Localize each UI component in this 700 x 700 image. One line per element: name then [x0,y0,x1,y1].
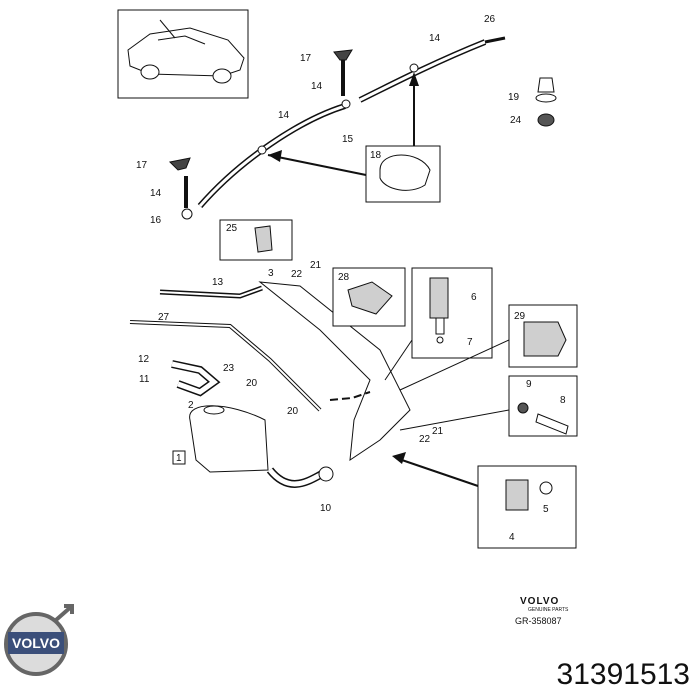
callout: 11 [139,374,150,385]
callout: 22 [419,434,431,445]
callout: 6 [471,292,477,303]
brand-block: VOLVO GENUINE PARTS GR-358087 [515,596,569,626]
callout: 7 [467,337,473,348]
washer-reservoir [189,281,411,488]
callout: 10 [320,503,332,514]
callout: 13 [212,277,224,288]
callout: 14 [429,33,441,44]
callout: 17 [136,160,148,171]
callout: 15 [342,134,354,145]
callout: 9 [526,379,532,390]
grommet-parts [535,77,557,127]
callout: 2 [188,400,194,411]
volvo-logo: VOLVO [4,604,74,676]
detail-box-28 [332,267,406,327]
callout: 20 [246,378,258,389]
callout: 8 [560,395,566,406]
callout: 4 [509,532,515,543]
brand-name: VOLVO [520,596,559,607]
callout: 19 [508,92,520,103]
callout: 17 [300,53,312,64]
callout: 22 [291,269,303,280]
callout: 5 [543,504,549,515]
callout: 3 [268,268,274,279]
clip-detail-box [267,72,441,203]
callout: 20 [287,406,299,417]
reservoir-hoses [129,285,371,412]
nozzle-top [168,49,419,220]
callout: 26 [484,14,496,25]
callout: 14 [150,188,162,199]
pump-detail-box [384,267,493,381]
callout: 23 [223,363,235,374]
callout-box [172,450,186,465]
callout-labels: 26 17 14 14 14 15 17 14 16 18 19 24 25 3… [136,14,566,543]
car-thumbnail [117,9,249,99]
callout: 14 [311,81,323,92]
brand-genuine: GENUINE PARTS [528,607,569,613]
callout: 28 [338,272,350,283]
callout: 18 [370,150,382,161]
callout: 27 [158,312,170,323]
part-number: 31391513 [556,658,690,691]
callout: 25 [226,223,238,234]
callout: 29 [514,311,526,322]
callout: 1 [176,453,182,464]
callout: 14 [278,110,290,121]
callout: 21 [310,260,322,271]
pump-detail-box-4-5 [392,452,577,549]
callout: 21 [432,426,444,437]
callout: 16 [150,215,162,226]
diagram-reference: GR-358087 [515,616,562,626]
detail-box-25 [219,219,293,261]
callout: 12 [138,354,150,365]
logo-text: VOLVO [12,635,60,651]
washer-hoses [184,36,506,208]
connector-box-29 [399,304,578,391]
sensor-box-8-9 [399,375,578,437]
callout: 24 [510,115,522,126]
